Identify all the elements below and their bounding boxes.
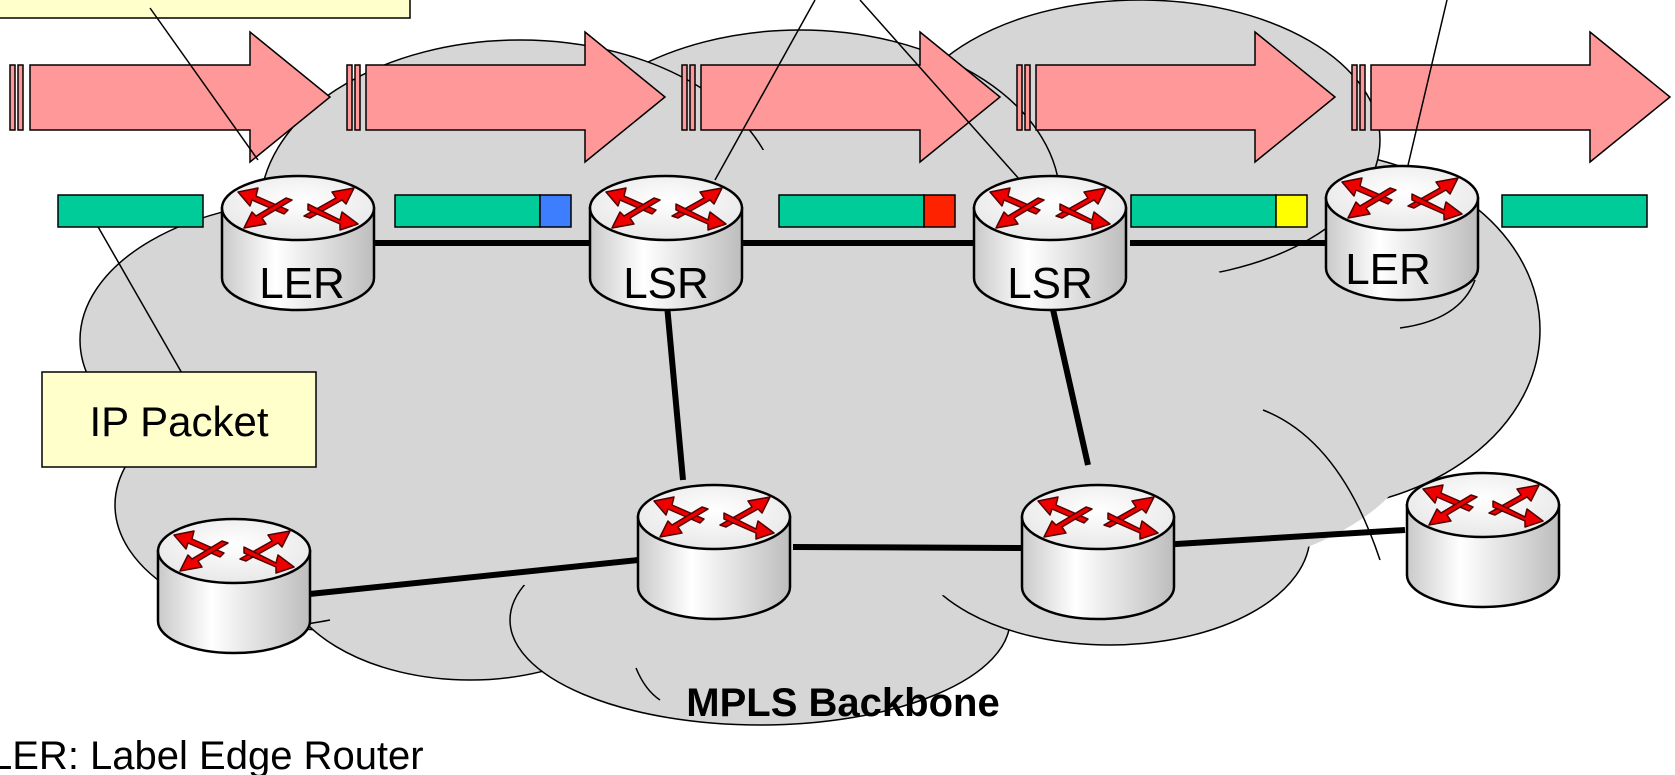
router-5 [156,517,312,655]
legend-ler: LER: Label Edge Router [0,734,424,775]
packet-3 [778,194,925,228]
router-7 [1020,483,1176,621]
router-ler-2: LER [1324,164,1480,302]
router-ler-1: LER [220,174,376,312]
packet-2 [394,194,541,228]
flow-arrow-2 [346,30,667,164]
router-lsr-2: LSR [972,174,1128,312]
router-lsr-1: LSR [588,174,744,312]
router-links [299,240,1406,598]
callout-lines [96,0,1448,376]
packet-3-label [923,194,956,228]
packet-4-label [1275,194,1308,228]
flow-arrow-5 [1351,30,1672,164]
packet-1 [57,194,204,228]
router-6 [636,483,792,621]
flow-arrow-1 [9,30,332,164]
ip-packet-label: IP Packet [90,398,269,445]
router-label: LER [259,259,345,308]
router-label: LER [1345,245,1431,294]
ip-packet-callout: IP Packet [41,371,317,468]
router-label: LSR [1007,259,1093,308]
packet-5 [1501,194,1648,228]
router-label: LSR [623,259,709,308]
flow-arrows [9,30,1672,164]
packets [57,194,1648,228]
flow-arrow-3 [681,30,1002,164]
backbone-label: MPLS Backbone [686,681,999,725]
flow-arrow-4 [1016,30,1337,164]
packet-4 [1130,194,1277,228]
callout-box-top [0,0,411,19]
router-8 [1405,471,1561,609]
packet-2-label [539,194,572,228]
